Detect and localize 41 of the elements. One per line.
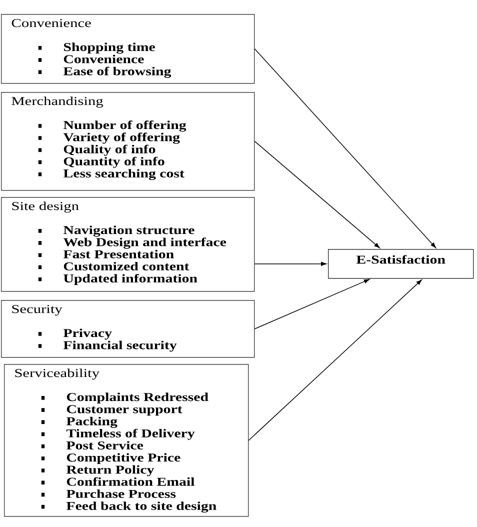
list-item: Privacy [63,328,112,340]
factor-box [4,364,249,517]
list-item: Number of offering [63,120,186,132]
list-item: Complaints Redressed [66,392,208,404]
list-item: Customized content [64,262,190,270]
box-heading: Security [12,305,62,316]
box-heading: Merchandising [12,96,104,108]
list-item: Web Design and interface [63,238,226,249]
list-item: Less searching cost [63,169,184,180]
list-item: Quality of info [64,144,156,156]
list-item: Shopping time [64,42,155,54]
list-item: Confirmation Email [66,477,194,486]
list-item: Ease of browsing [63,66,172,78]
list-item: Purchase Process [66,489,176,498]
list-item: Customer support [66,405,182,416]
arrow [248,280,422,441]
arrow [254,262,327,266]
box-heading: Site design [12,202,79,213]
factor-box [1,197,255,292]
list-item: Variety of offering [63,132,180,144]
list-item: Financial security [63,340,177,352]
arrow [254,48,436,248]
list-item: Fast Presentation [63,250,174,258]
list-item: Updated information [64,274,198,285]
target-box: E-Satisfaction [328,249,474,279]
list-item: Convenience [64,54,144,64]
list-item: Quantity of info [64,156,164,168]
arrow [254,279,370,330]
arrow [254,140,380,248]
list-item: Post Service [66,441,144,450]
box-heading: Serviceability [15,368,100,380]
list-item: Packing [66,416,118,428]
list-item: Navigation structure [63,226,194,237]
factor-box [1,14,255,84]
list-item: Return Policy [66,465,154,476]
list-item: Competitive Price [66,453,180,464]
factor-box [1,300,255,358]
list-item: Feed back to site design [66,502,216,513]
factor-box [1,92,255,191]
box-heading: Convenience [12,19,91,28]
list-item: Timeless of Delivery [66,428,195,440]
